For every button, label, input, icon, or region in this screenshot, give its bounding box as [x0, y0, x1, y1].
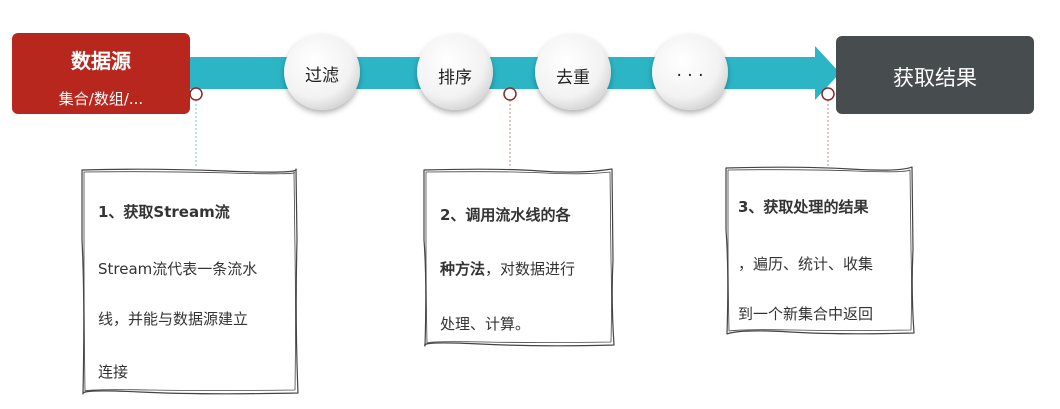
note-1-line-3: 连接 [98, 363, 129, 381]
connector-dot-1 [189, 87, 203, 101]
step-label-more: . . . [676, 61, 704, 81]
source-subtitle: 集合/数组/... [58, 90, 144, 108]
connector-dot-2 [503, 87, 517, 101]
note-2-line-1: 种方法，对数据进行 [440, 260, 575, 278]
step-circle-more [652, 34, 728, 110]
note-box-1 [81, 168, 299, 395]
step-label-filter: 过滤 [305, 66, 339, 86]
step-label-distinct: 去重 [556, 68, 590, 88]
step-circle-distinct [535, 34, 611, 110]
note-box-3 [725, 166, 915, 335]
note-3-line-1: ，遍历、统计、收集 [738, 255, 874, 273]
result-box [836, 36, 1034, 114]
result-label: 获取结果 [893, 66, 977, 90]
note-3-line-2: 到一个新集合中返回 [738, 305, 874, 323]
step-circle-sort [417, 34, 493, 110]
note-2-heading-line-1: 2、调用流水线的各 [440, 206, 571, 224]
note-1-heading: 1、获取Stream流 [98, 203, 230, 221]
note-2-tail: ，对数据进行 [485, 260, 576, 278]
source-box [12, 33, 190, 114]
source-title: 数据源 [71, 49, 131, 73]
step-circle-filter [284, 34, 360, 110]
step-label-sort: 排序 [438, 68, 472, 88]
note-1-line-1: Stream流代表一条流水 [98, 260, 258, 278]
connector-dot-3 [821, 87, 835, 101]
note-box-2 [423, 168, 615, 347]
note-2-heading-line-2: 种方法 [440, 260, 486, 278]
note-1-line-2: 线，并能与数据源建立 [98, 310, 249, 328]
note-2-line-2: 处理、计算。 [440, 315, 531, 333]
note-3-heading: 3、获取处理的结果 [738, 198, 869, 216]
